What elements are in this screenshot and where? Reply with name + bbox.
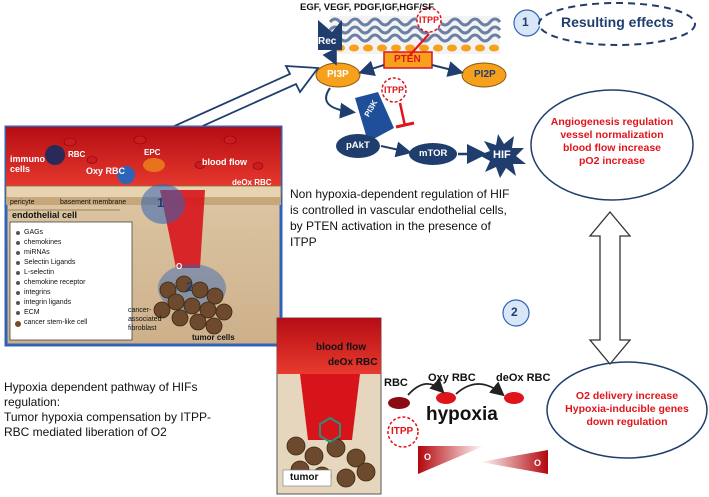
- hypoxia-label: hypoxia: [426, 404, 498, 425]
- flow-itpp-label: ITPP: [391, 426, 414, 437]
- hypoxia-flow-graphic: [387, 378, 548, 474]
- itpp-top-circle: [416, 7, 442, 33]
- vessel-panel: [4, 125, 283, 347]
- immuno-cells-label: immuno: [10, 154, 45, 164]
- basement-membrane-label: basement membrane: [60, 199, 127, 206]
- pten-to-pi2p-arrow: [431, 61, 464, 77]
- inhibition-bar: [395, 121, 415, 129]
- legend-item-gags: GAGs: [24, 229, 44, 236]
- step2-effects-list: O2 delivery increase Hypoxia-inducible g…: [552, 390, 702, 429]
- pten-box: [383, 51, 433, 69]
- itpp-activation-line: [409, 33, 430, 56]
- step1-desc-line2: is controlled in vascular endothelial ce…: [290, 203, 507, 217]
- pten-to-pi3p-arrow: [358, 60, 385, 76]
- effect-hypoxia-genes: Hypoxia-inducible genes: [565, 403, 689, 415]
- growth-factors-label: EGF, VEGF, PDGF,IGF,HGF/SF: [300, 2, 435, 13]
- epc-label: EPC: [144, 148, 161, 157]
- itpp-inner-circle: [381, 77, 407, 103]
- rec-label: Rec: [318, 36, 337, 47]
- pi3p-to-pi3k-arrow: [325, 87, 356, 119]
- mtor-oval: [409, 143, 457, 165]
- legend-item-mirnas: miRNAs: [24, 249, 50, 256]
- inhibition-line: [398, 102, 407, 127]
- rec-to-pi3p-arrow: [322, 47, 337, 66]
- effect-down-regulation: down regulation: [586, 416, 668, 428]
- zoom-tumor-label: tumor: [290, 472, 319, 483]
- legend-item-integrin-ligands: integrin ligands: [24, 299, 72, 306]
- immuno-cells-label-2: cells: [10, 164, 31, 174]
- pakt-label: pAkT: [346, 140, 370, 151]
- zoom-deox-rbc-label: deOx RBC: [328, 357, 378, 368]
- step1-number: 1: [522, 15, 529, 29]
- legend-item-l-selectin: L-selectin: [24, 269, 54, 276]
- double-arrow-icon: [588, 210, 632, 366]
- pi3p-label: PI3P: [327, 69, 349, 80]
- cancer-fibroblast-label: cancer- associated fibroblast: [128, 306, 161, 333]
- pericyte-label: pericyte: [10, 199, 35, 206]
- step2-description: Hypoxia dependent pathway of HIFs regula…: [4, 380, 274, 440]
- step2-desc-line2: regulation:: [4, 395, 61, 409]
- step1-desc-line3: by PTEN activation in the presence of: [290, 219, 491, 233]
- zoom-blood-flow-label: blood flow: [316, 342, 366, 353]
- rbc-vessel-label: RBC: [68, 150, 86, 159]
- step2-desc-line1: Hypoxia dependent pathway of HIFs: [4, 380, 198, 394]
- flow-oxy-rbc-label: Oxy RBC: [428, 372, 476, 384]
- legend-item-selectin-ligands: Selectin Ligands: [24, 259, 76, 266]
- hif-burst-icon: [479, 134, 526, 178]
- step1-desc-line4: ITPP: [290, 235, 317, 249]
- effect-angiogenesis: Angiogenesis regulation: [550, 116, 674, 128]
- itpp-inner-label: ITPP: [384, 85, 405, 95]
- legend-item-cancer-stem-cell: cancer stem-like cell: [24, 319, 88, 326]
- oxy-rbc-vessel-label: Oxy RBC: [86, 166, 126, 176]
- itpp-top-label: ITPP: [419, 15, 440, 25]
- legend-item-chemokine-receptor: chemokine receptor: [24, 279, 86, 286]
- step2-marker-circle: [502, 299, 530, 327]
- hif-label: HIF: [493, 149, 511, 161]
- tumor-cells-label: tumor cells: [192, 333, 235, 342]
- pi3k-shape: [355, 92, 394, 142]
- step2-desc-line4: RBC mediated liberation of O2: [4, 425, 167, 439]
- step2-desc-line3: Tumor hypoxia compensation by ITPP-: [4, 410, 211, 424]
- vessel-marker-1: 1: [157, 195, 165, 210]
- endothelial-cell-label: endothelial cell: [12, 210, 78, 220]
- resulting-effects-label: Resulting effects: [561, 14, 674, 30]
- blood-flow-vessel-label: blood flow: [202, 157, 247, 167]
- cancer-fibroblast-line1: cancer-: [128, 307, 152, 314]
- pakt-to-mtor-arrow: [380, 141, 412, 158]
- step1-desc-line1: Non hypoxia-dependent regulation of HIF: [290, 187, 510, 201]
- step1-description: Non hypoxia-dependent regulation of HIF …: [290, 186, 520, 250]
- cell-membrane: [328, 16, 502, 54]
- legend-item-ecm: ECM: [24, 309, 40, 316]
- vessel-legend: GAGs chemokines miRNAs Selectin Ligands …: [24, 228, 87, 328]
- pakt-oval: [336, 134, 380, 158]
- cancer-fibroblast-line2: associated: [128, 316, 162, 323]
- vessel-o2-label: O: [176, 262, 183, 271]
- pi2p-label: PI2P: [474, 69, 496, 80]
- step1-effects-list: Angiogenesis regulation vessel normaliza…: [531, 116, 693, 168]
- deox-rbc-vessel-label: deOx RBC: [232, 178, 272, 187]
- cancer-fibroblast-line3: fibroblast: [128, 325, 157, 332]
- mtor-label: mTOR: [419, 148, 448, 159]
- effects-circle-1: [530, 89, 694, 201]
- effect-vessel-normalization: vessel normalization: [560, 129, 664, 141]
- legend-item-integrins: integrins: [24, 289, 51, 296]
- zoom-panel: [276, 317, 382, 495]
- effect-po2: pO2 increase: [579, 155, 645, 167]
- flow-rbc-label: RBC: [384, 377, 408, 389]
- o2-label-b: O: [534, 458, 542, 468]
- vessel-marker-2: 2: [186, 279, 194, 294]
- pi3k-to-pakt-link: [365, 135, 373, 141]
- effect-blood-flow: blood flow increase: [562, 142, 662, 154]
- resulting-effects-oval: [538, 2, 696, 46]
- step2-number: 2: [511, 305, 518, 319]
- o2-label-a: O: [424, 452, 432, 462]
- effects-circle-2: [546, 361, 708, 459]
- receptor-shape: [318, 20, 342, 50]
- pten-label: PTEN: [394, 54, 421, 65]
- effect-o2-delivery: O2 delivery increase: [575, 390, 679, 402]
- legend-item-chemokines: chemokines: [24, 239, 62, 246]
- flow-deox-rbc-label: deOx RBC: [496, 372, 551, 384]
